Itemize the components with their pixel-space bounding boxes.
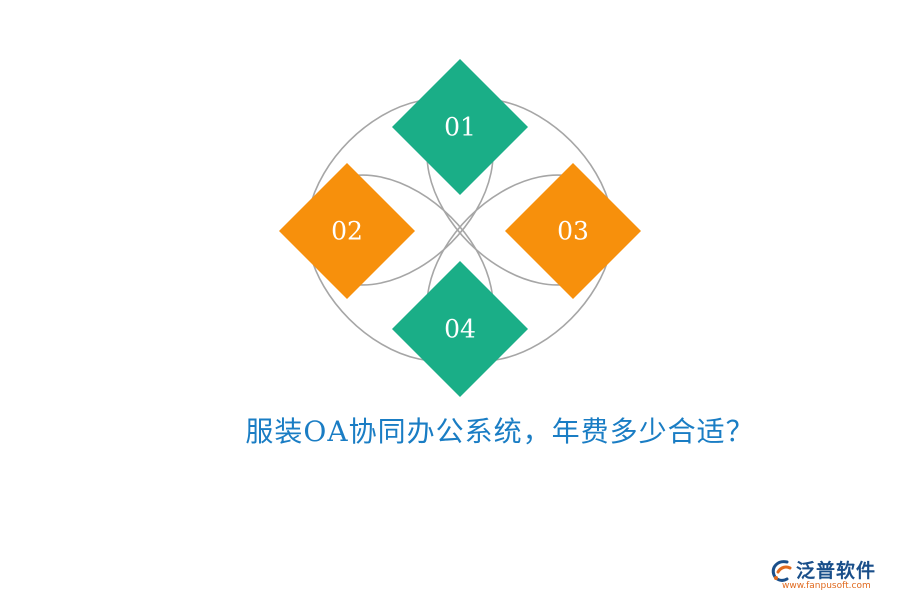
diamond-02-label: 02 [331, 217, 363, 246]
brand-logo: 泛普软件 www.fanpusoft.com [768, 554, 892, 596]
diagram-caption: 服装OA协同办公系统，年费多少合适？ [245, 415, 755, 448]
diamond-03-shape [505, 163, 641, 299]
diamond-03-label: 03 [557, 217, 589, 246]
fanpu-logo-icon [771, 560, 792, 582]
diamond-01-label: 01 [444, 113, 476, 142]
diamond-04-shape [392, 261, 528, 397]
diamond-02: 02 [279, 163, 415, 299]
diamond-02-shape [279, 163, 415, 299]
diamond-01-shape [392, 59, 528, 195]
logo-name: 泛普软件 [796, 560, 877, 582]
diamond-04: 04 [392, 261, 528, 397]
diamond-04-label: 04 [444, 315, 476, 344]
diamond-03: 03 [505, 163, 641, 299]
logo-url: www.fanpusoft.com [782, 581, 871, 591]
diamond-01: 01 [392, 59, 528, 195]
